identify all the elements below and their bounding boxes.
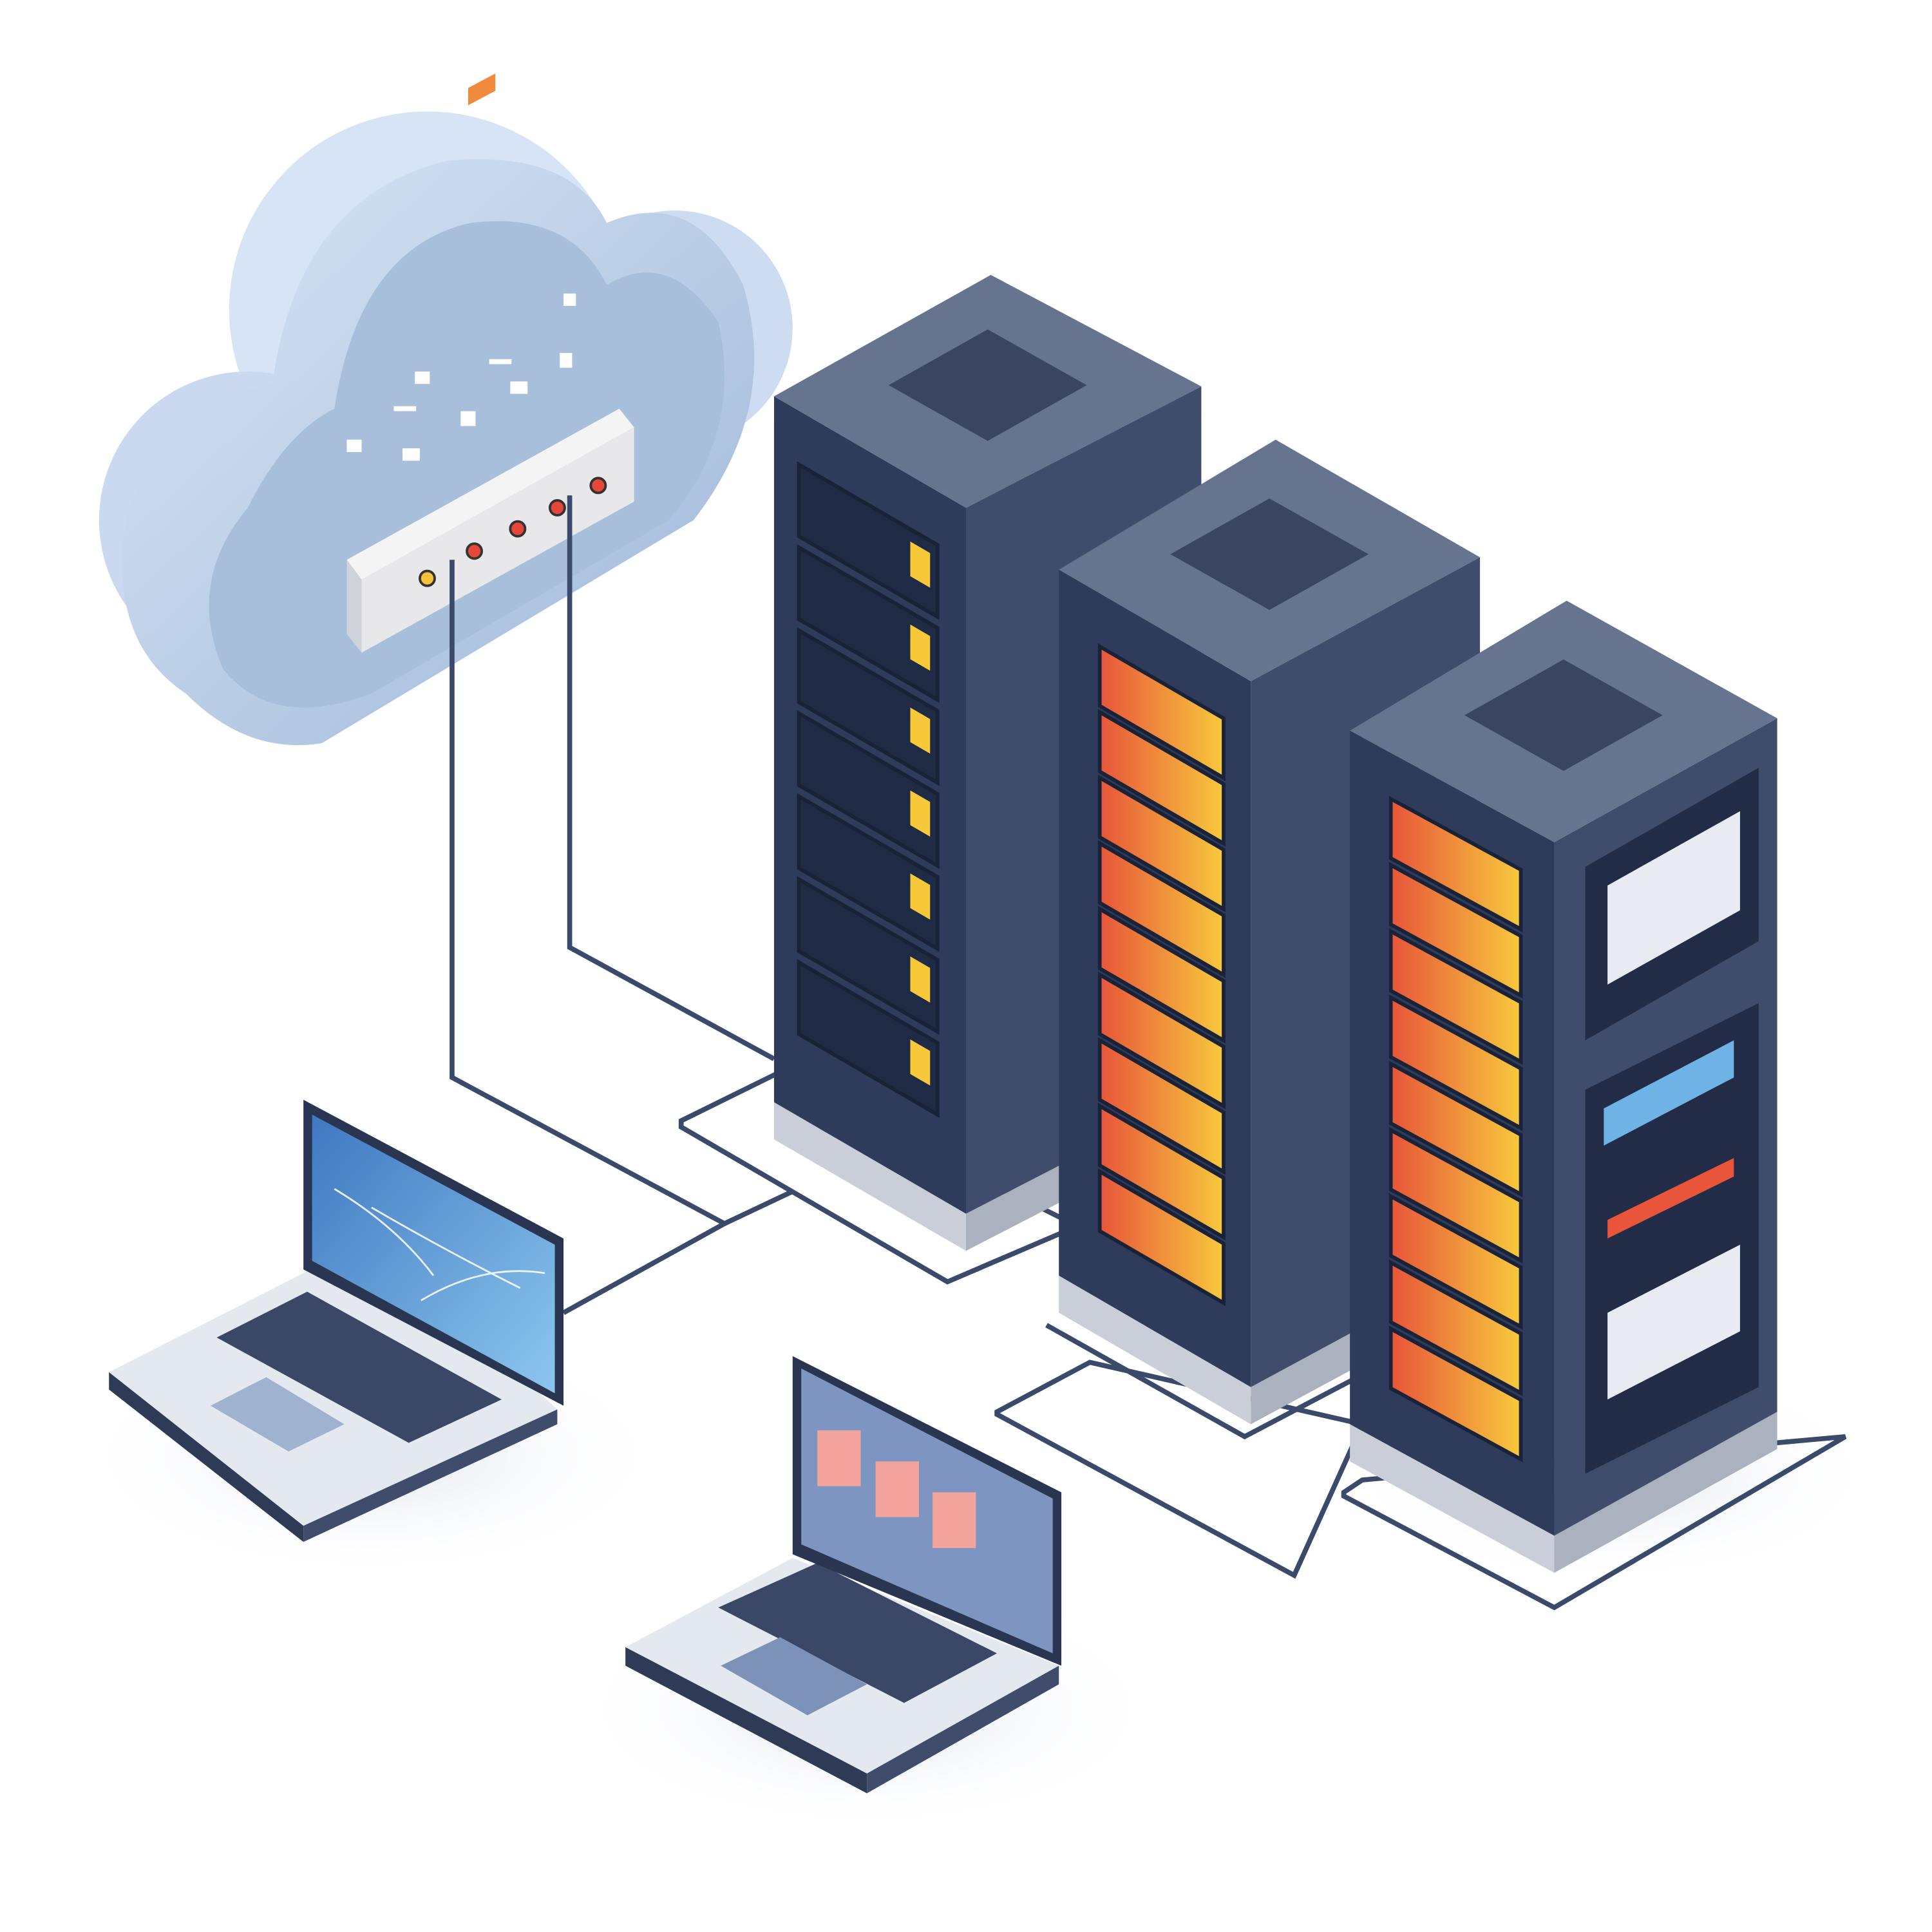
server-3-side-display [1585, 768, 1759, 1474]
server-1-vent-grille [888, 329, 1087, 441]
screen-tile-1 [817, 1430, 861, 1486]
server-2-drive-bay [1097, 905, 1226, 1044]
server-1-status-light [910, 1039, 931, 1086]
cloud-glyphs [346, 32, 576, 461]
server-1-drive-bay [797, 876, 940, 1035]
server-1-status-light [910, 956, 931, 1003]
server-1-drive-bay [797, 959, 940, 1118]
server-3-display-text [1607, 1244, 1740, 1400]
server-3-drive-bay [1388, 1061, 1523, 1198]
server-3-drive-bay [1388, 928, 1523, 1065]
server-3-drive-bay [1388, 795, 1523, 933]
server-3-drive-bay [1388, 1259, 1523, 1396]
server-1-status-light [910, 624, 931, 671]
server-3-display-grid [1607, 811, 1740, 985]
server-3-drive-bay [1388, 862, 1523, 999]
server-1-drive-bay [797, 627, 940, 786]
server-2-vent-grille [1170, 498, 1368, 611]
led-4 [548, 499, 566, 516]
laptop-2-trackpad [721, 1637, 867, 1716]
server-1-plinth [773, 1102, 966, 1251]
led-2 [466, 542, 483, 560]
server-1-status-light [910, 790, 931, 837]
server-2-drive-bay [1097, 643, 1226, 781]
laptop-1-screen [312, 1114, 555, 1394]
server-2-plinth [1059, 1275, 1251, 1425]
server-2-drive-bay [1097, 1037, 1226, 1175]
network-cables [450, 495, 1847, 1611]
server-1-status-light [910, 541, 931, 588]
server-3-drive-bay [1388, 994, 1523, 1132]
server-3-drive-bay [1388, 1126, 1523, 1264]
server-2-drive-bay [1097, 840, 1226, 978]
server-2-drive-bay [1097, 1168, 1226, 1307]
server-2-drive-bay [1097, 971, 1226, 1110]
laptop-2 [625, 1356, 1062, 1794]
laptop-1-keyboard [216, 1291, 502, 1443]
laptop-1-trackpad [210, 1377, 345, 1452]
led-5 [589, 477, 607, 495]
server-1-drive-bay [797, 710, 940, 869]
server-1-status-light [910, 707, 931, 754]
server-1-drive-bay [797, 461, 940, 620]
server-3-drive-bay [1388, 1325, 1523, 1463]
server-2-drive-bay [1097, 1103, 1226, 1241]
cloud-router-panel [346, 408, 634, 653]
server-3-display-alert [1607, 1158, 1734, 1239]
server-1-drive-bay [797, 544, 940, 703]
led-3 [509, 520, 527, 538]
server-3-plinth-side [1554, 1412, 1777, 1573]
server-3-plinth [1350, 1424, 1555, 1573]
laptop-2-screen [801, 1368, 1053, 1654]
server-1-status-light [910, 873, 931, 920]
laptop-1 [109, 1099, 564, 1542]
cloud-icon [99, 111, 793, 746]
screen-tile-3 [933, 1492, 976, 1548]
laptop-2-keyboard [718, 1562, 998, 1703]
server-3-display-bar [1604, 1040, 1734, 1146]
server-2-drive-bay [1097, 774, 1226, 913]
server-2-drive-bay [1097, 708, 1226, 847]
screen-tile-2 [875, 1461, 919, 1517]
server-1-drive-bay [797, 793, 940, 952]
server-3-drive-bay [1388, 1193, 1523, 1330]
led-1 [419, 569, 436, 587]
